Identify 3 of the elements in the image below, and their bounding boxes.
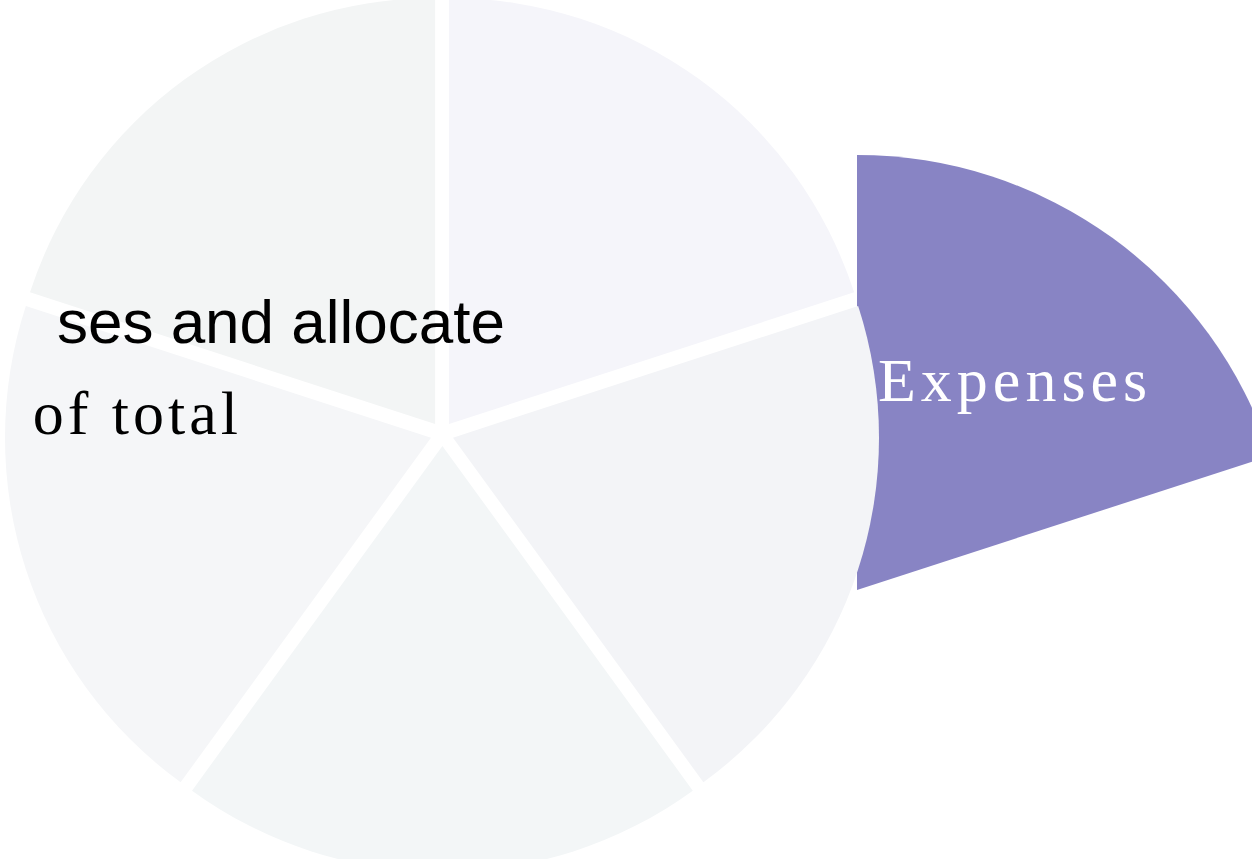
slice-label: Expenses	[878, 345, 1153, 416]
text-fragment: of total	[32, 378, 242, 449]
text-fragment: ses and allocate	[56, 286, 505, 357]
